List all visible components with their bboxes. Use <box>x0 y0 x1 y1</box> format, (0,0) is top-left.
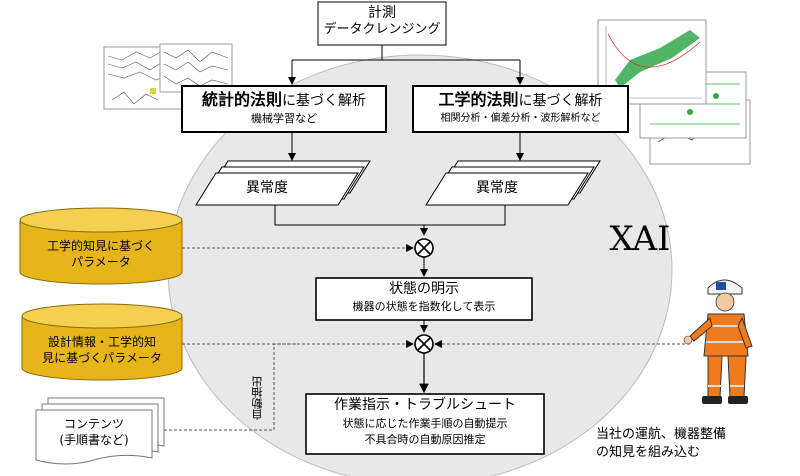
state-box <box>315 277 533 321</box>
combiner-node-1 <box>414 238 434 258</box>
measure-subtitle: データクレンジング <box>323 22 441 37</box>
contents-documents <box>35 397 165 465</box>
param1-line1: 工学的知見に基づく <box>46 239 155 253</box>
param2-line2: 見に基づくパラメータ <box>42 351 162 365</box>
param-cylinder-2 <box>21 303 183 381</box>
eng-analysis-rest: に基づく解析 <box>518 93 603 109</box>
contents-line2: (手順書など) <box>59 433 129 447</box>
anomaly-shape-right <box>425 160 601 206</box>
stat-analysis-rest: に基づく解析 <box>282 93 366 109</box>
stat-analysis-sub: 機械学習など <box>251 112 317 125</box>
combiner-node-2 <box>414 334 434 354</box>
engineering-chart-thumbnail <box>597 19 751 165</box>
dashed-auto-extract-link <box>164 343 300 431</box>
stat-analysis-title: 統計的法則に基づく解析 <box>182 90 386 109</box>
worker-icon <box>683 279 753 404</box>
work-instruction-box <box>305 393 545 455</box>
statistical-analysis-box <box>181 85 387 133</box>
anomaly-shape-left <box>195 160 371 206</box>
knowledge-line1: 当社の運航、機器整備 <box>596 427 727 442</box>
work-sub1: 状態に応じた作業手順の自動提示 <box>342 417 508 430</box>
stat-analysis-bold: 統計的法則 <box>201 90 282 109</box>
xai-label: XAI <box>609 219 671 259</box>
anomaly-label-right: 異常度 <box>476 180 518 196</box>
work-sub2: 不具合時の自動原因推定 <box>364 433 486 446</box>
param-cylinder-1 <box>19 207 183 285</box>
work-title: 作業指示・トラブルシュート <box>334 397 516 413</box>
measure-title: 計測 <box>368 5 396 21</box>
anomaly-label-left: 異常度 <box>246 180 288 196</box>
measure-box <box>317 1 447 46</box>
knowledge-line2: の知見を組み込む <box>596 445 701 460</box>
eng-analysis-title: 工学的法則に基づく解析 <box>413 90 628 109</box>
engineering-analysis-box <box>412 85 629 133</box>
contents-line1: コンテンツ <box>63 417 124 431</box>
param1-line2: パラメータ <box>71 255 131 269</box>
auto-extract-label: 自動抽出 <box>251 376 264 420</box>
state-sub: 機器の状態を指数化して表示 <box>352 300 496 313</box>
param2-line1: 設計情報・工学的知 <box>47 335 156 349</box>
state-title: 状態の明示 <box>389 281 459 297</box>
eng-analysis-bold: 工学的法則 <box>438 90 519 109</box>
eng-analysis-sub: 相関分析・偏差分析・波形解析など <box>440 113 601 124</box>
